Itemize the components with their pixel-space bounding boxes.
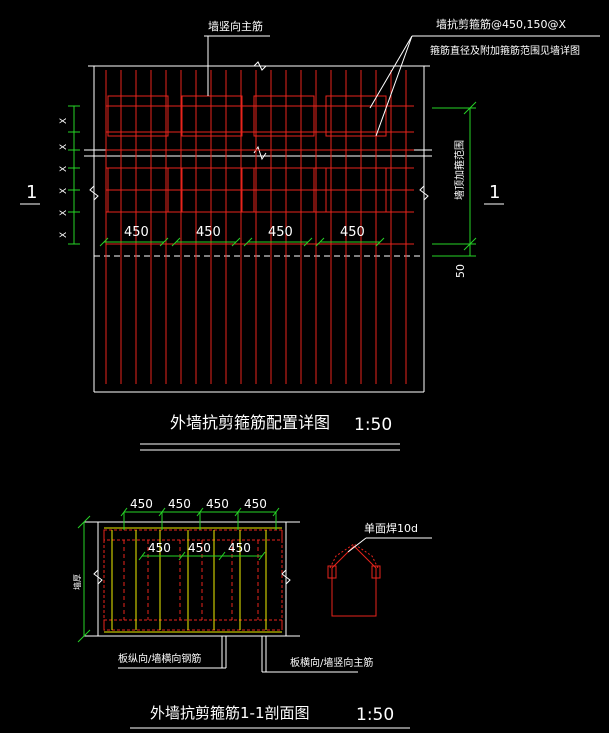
dimension-tick xyxy=(258,551,266,561)
dimension-tick xyxy=(218,551,226,561)
dimension-tick xyxy=(171,237,181,247)
section-rebars xyxy=(104,527,282,633)
plan-rebar-grid xyxy=(105,70,414,384)
section-scale: 1:50 xyxy=(356,705,394,725)
section-left-label: 墙厚 xyxy=(72,574,82,590)
leader-stirrup: 墙抗剪箍筋@450,150@X xyxy=(436,17,566,31)
section-outline xyxy=(84,521,300,637)
inner-spacing-label: 450 xyxy=(188,541,211,555)
section-mark-left: 1 xyxy=(26,182,37,203)
dimension-tick xyxy=(243,237,253,247)
section-title: 外墙抗剪箍筋1-1剖面图 xyxy=(150,704,310,722)
spacing-label: 450 xyxy=(196,225,221,240)
row-mark: X xyxy=(59,232,69,238)
dimension-tick xyxy=(159,237,169,247)
row-mark: X xyxy=(59,210,69,216)
spacing-label: 450 xyxy=(268,225,293,240)
stirrup-box xyxy=(253,95,315,137)
row-mark: X xyxy=(59,188,69,194)
section-spacing-dimensions xyxy=(120,507,280,561)
spacing-label: 450 xyxy=(340,225,365,240)
plan-title-underline xyxy=(140,443,400,451)
stirrup-box xyxy=(181,95,243,137)
plan-right-dimension-line xyxy=(432,101,477,257)
inner-spacing-label: 450 xyxy=(228,541,251,555)
dimension-tick xyxy=(231,237,241,247)
plan-bottom-dim: 50 xyxy=(454,264,467,278)
stirrup-box xyxy=(325,167,387,213)
section-leaders xyxy=(118,636,358,673)
spacing-label: 450 xyxy=(124,225,149,240)
section-hatch xyxy=(103,529,283,631)
plan-row-marks: X X X X X X xyxy=(59,118,69,238)
hook-label: 单面焊10d xyxy=(364,521,418,535)
dimension-tick xyxy=(375,237,385,247)
plan-leaders xyxy=(204,35,600,137)
plan-title: 外墙抗剪箍筋配置详图 xyxy=(170,413,330,432)
dimension-tick xyxy=(178,551,186,561)
dimension-tick xyxy=(315,237,325,247)
top-spacing-label: 450 xyxy=(244,497,267,511)
dimension-tick xyxy=(138,551,146,561)
plan-spacing-dimensions xyxy=(99,237,385,247)
dimension-tick xyxy=(303,237,313,247)
stirrup-box xyxy=(107,95,169,137)
stirrup-box xyxy=(107,167,169,213)
plan-left-dimension-line xyxy=(68,105,80,245)
plan-spacing-labels: 450 450 450 450 xyxy=(124,225,365,240)
stirrup-box xyxy=(253,167,315,213)
hook-detail xyxy=(327,537,432,617)
plan-scale: 1:50 xyxy=(354,415,392,435)
section-spacing-labels: 450 450 450 450 450 450 450 xyxy=(130,497,267,555)
top-spacing-label: 450 xyxy=(130,497,153,511)
stirrup-box xyxy=(325,95,387,137)
row-mark: X xyxy=(59,166,69,172)
row-mark: X xyxy=(59,118,69,124)
section-view: 450 450 450 450 450 450 450 墙厚 板纵向/墙横向钢筋 板横向/墙… xyxy=(72,497,432,729)
leader-main-rebar: 墙竖向主筋 xyxy=(208,19,263,33)
top-spacing-label: 450 xyxy=(168,497,191,511)
plan-view: 450 450 450 450 X X X X X X 墙顶加箍范围 50 xyxy=(20,17,600,451)
section-mark-right: 1 xyxy=(489,182,500,203)
stirrup-box xyxy=(181,167,243,213)
plan-vertical-dim-label: 墙顶加箍范围 xyxy=(453,140,466,200)
section-leader-right: 板横向/墙竖向主筋 xyxy=(290,656,373,669)
inner-spacing-label: 450 xyxy=(148,541,171,555)
row-mark: X xyxy=(59,144,69,150)
top-spacing-label: 450 xyxy=(206,497,229,511)
dimension-tick xyxy=(99,237,109,247)
section-left-dimension-line xyxy=(77,515,91,643)
section-leader-left: 板纵向/墙横向钢筋 xyxy=(118,652,201,665)
leader-stirrup-note: 箍筋直径及附加箍筋范围见墙详图 xyxy=(430,44,580,57)
